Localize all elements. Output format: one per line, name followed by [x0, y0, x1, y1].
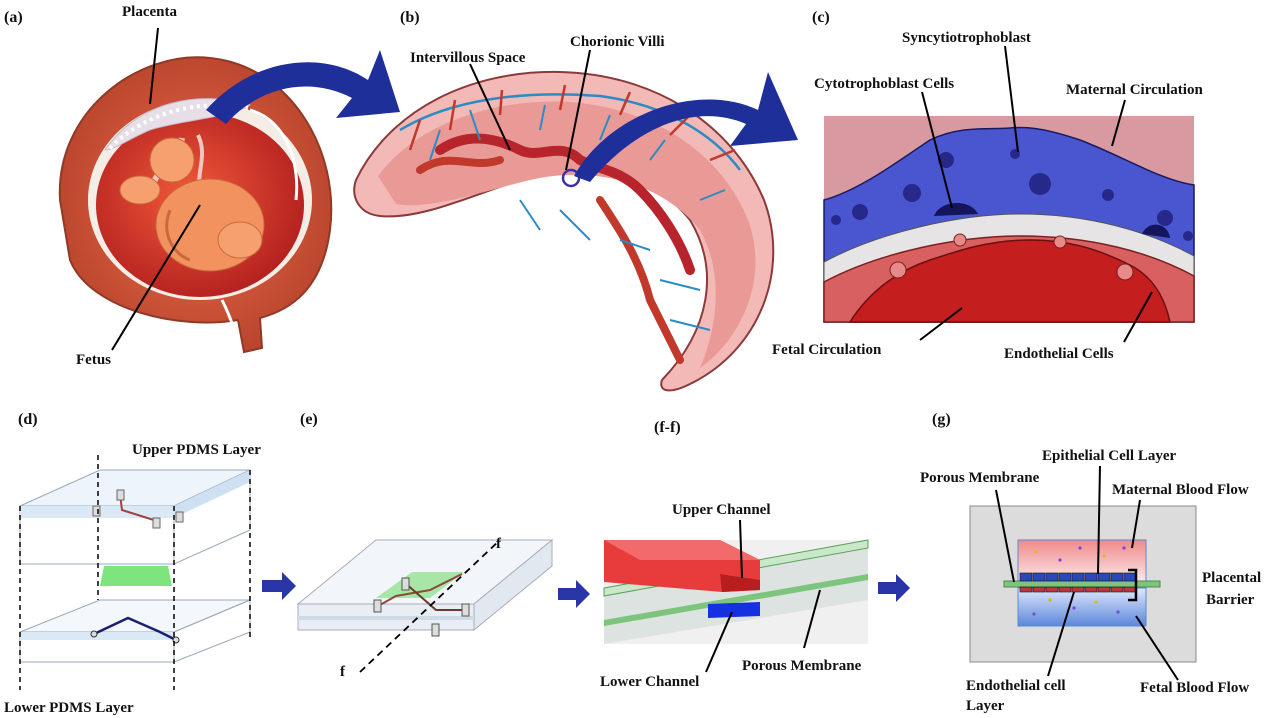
panel-label-ff: (f-f)	[654, 419, 681, 436]
particles	[1032, 546, 1126, 616]
arrow-b-to-c	[574, 72, 798, 182]
epithelial-cells	[1019, 572, 1137, 582]
panel-b-placenta-cross-section	[353, 70, 775, 392]
label-placental: Placental	[1202, 570, 1261, 586]
label-fetal-blood-flow: Fetal Blood Flow	[1140, 680, 1249, 696]
label-endothelial-cells: Endothelial Cells	[1004, 346, 1114, 362]
leader-porous-membrane-f	[803, 589, 821, 649]
label-lower-pdms-layer: Lower PDMS Layer	[4, 700, 134, 716]
panel-c-villus-detail	[823, 116, 1195, 323]
label-barrier: Barrier	[1206, 592, 1255, 608]
panel-label-b: (b)	[400, 9, 420, 26]
label-maternal-blood-flow: Maternal Blood Flow	[1112, 482, 1249, 498]
arrow-d-to-e	[262, 572, 296, 600]
leader-upper-channel	[739, 519, 743, 579]
leader-fetal-circulation	[919, 307, 963, 341]
leader-cytotrophoblast	[921, 91, 953, 209]
label-upper-channel: Upper Channel	[672, 502, 771, 518]
label-porous-membrane-g: Porous Membrane	[920, 470, 1040, 486]
label-epithelial-cell-layer: Epithelial Cell Layer	[1042, 448, 1177, 464]
endothelial-cells	[1019, 586, 1137, 593]
panel-label-d: (d)	[18, 411, 38, 428]
arrow-e-to-f	[558, 580, 590, 608]
panel-label-a: (a)	[4, 9, 23, 26]
leader-epithelial-layer	[1097, 465, 1101, 575]
label-section-f-lower: f	[340, 664, 346, 680]
leader-chorionic-villi	[565, 49, 591, 171]
label-section-f-upper: f	[496, 536, 502, 552]
panel-label-c: (c)	[812, 9, 830, 26]
leader-endothelial-cells	[1123, 291, 1153, 343]
panel-g-barrier-model	[969, 505, 1197, 663]
label-porous-membrane-f: Porous Membrane	[742, 658, 862, 674]
label-endothelial-layer: Layer	[966, 698, 1005, 714]
panel-label-e: (e)	[300, 411, 318, 428]
panel-a-uterus-illustration	[58, 56, 333, 354]
arrow-f-to-g	[878, 574, 910, 602]
label-cytotrophoblast-cells: Cytotrophoblast Cells	[814, 76, 954, 92]
leader-lower-channel	[705, 611, 733, 673]
label-placenta: Placenta	[122, 4, 177, 20]
leader-fetus	[111, 204, 201, 351]
leader-intervillous-space	[469, 63, 511, 151]
panel-f-section-view	[603, 539, 869, 644]
label-chorionic-villi: Chorionic Villi	[570, 34, 665, 50]
label-intervillous-space: Intervillous Space	[410, 50, 526, 66]
label-syncytiotrophoblast: Syncytiotrophoblast	[902, 30, 1031, 46]
label-endothelial-cell: Endothelial cell	[966, 678, 1066, 694]
label-lower-channel: Lower Channel	[600, 674, 699, 690]
label-maternal-circulation: Maternal Circulation	[1066, 82, 1203, 98]
leader-fetal-blood-flow	[1135, 615, 1179, 681]
leader-syncytiotrophoblast	[1004, 45, 1019, 153]
label-fetus: Fetus	[76, 352, 111, 368]
label-upper-pdms-layer: Upper PDMS Layer	[132, 442, 261, 458]
leader-endothelial-layer	[1047, 591, 1075, 677]
label-fetal-circulation: Fetal Circulation	[772, 342, 882, 358]
leader-porous-membrane-g	[995, 489, 1015, 583]
leader-maternal-circulation	[1111, 99, 1126, 147]
leader-maternal-blood-flow	[1131, 499, 1141, 549]
leader-placenta	[149, 27, 159, 105]
panel-label-g: (g)	[932, 411, 951, 428]
arrow-a-to-b	[206, 50, 400, 124]
panel-e-assembled-device	[296, 538, 554, 673]
panel-d-exploded-device	[19, 455, 251, 690]
